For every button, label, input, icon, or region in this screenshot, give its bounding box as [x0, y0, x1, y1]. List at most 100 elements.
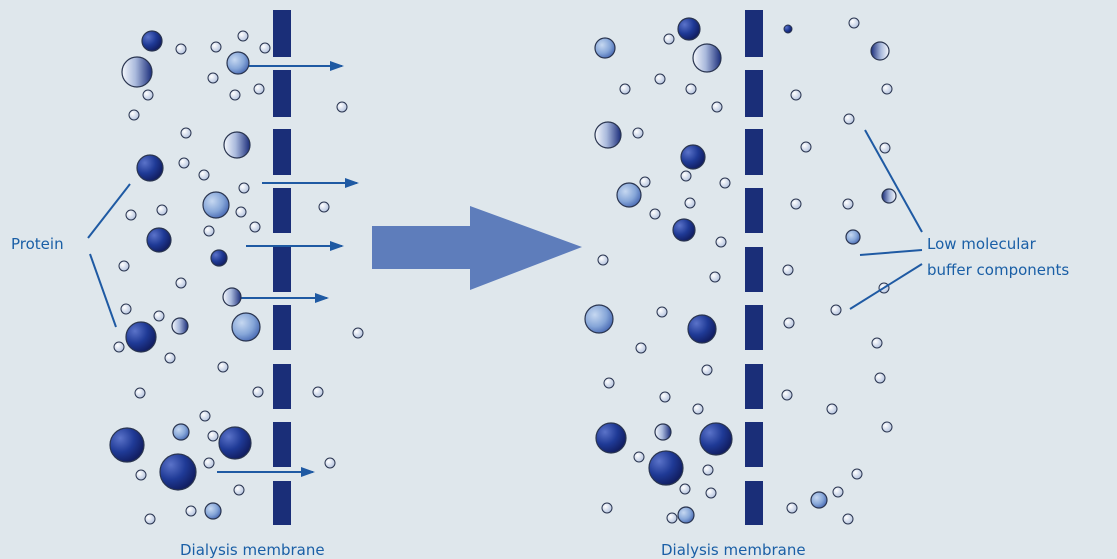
buffer-molecule [719, 177, 731, 189]
buffer-molecule [199, 410, 211, 422]
protein-molecule [810, 491, 828, 509]
buffer-molecule [701, 364, 713, 376]
buffer-molecule [881, 83, 893, 95]
buffer-molecule [180, 127, 192, 139]
buffer-molecule [324, 457, 336, 469]
buffer-molecule [253, 83, 265, 95]
buffer-molecule [175, 43, 187, 55]
leader-lines [87, 129, 923, 328]
buffer-molecule [842, 513, 854, 525]
membrane-segment-right [745, 10, 763, 57]
buffer-molecule [684, 197, 696, 209]
buffer-molecule [848, 17, 860, 29]
protein-molecule [584, 304, 614, 334]
buffer-molecule [659, 391, 671, 403]
buffer-molecule [312, 386, 324, 398]
buffer-molecule [207, 72, 219, 84]
buffer-molecule [705, 487, 717, 499]
buffer-molecule [881, 421, 893, 433]
membrane-segment-left [273, 188, 291, 233]
buffer-molecule [229, 89, 241, 101]
buffer-molecule [603, 377, 615, 389]
buffer-molecule [783, 24, 793, 34]
protein-molecule [654, 423, 672, 441]
protein-molecule [687, 314, 717, 344]
membrane-segment-right [745, 188, 763, 233]
buffer-molecule [156, 204, 168, 216]
leader-line [89, 253, 117, 328]
membrane-segment-right [745, 247, 763, 292]
membrane-segment-left [273, 247, 291, 292]
buffer-molecule [874, 372, 886, 384]
protein-molecule [223, 131, 251, 159]
transition-arrow [372, 206, 582, 290]
buffer-molecule [135, 469, 147, 481]
buffer-molecule [142, 89, 154, 101]
protein-molecule [210, 249, 228, 267]
buffer-molecule [711, 101, 723, 113]
buffer-molecule [118, 260, 130, 272]
protein-molecule [159, 453, 197, 491]
protein-molecule [616, 182, 642, 208]
buffer-molecule [125, 209, 137, 221]
buffer-molecule [249, 221, 261, 233]
protein-molecule [222, 287, 242, 307]
protein-molecule [699, 422, 733, 456]
membrane-segment-right [745, 364, 763, 409]
membrane-segment-left [273, 422, 291, 467]
buffer-molecule [832, 486, 844, 498]
membrane-segment-right [745, 129, 763, 175]
buffer-molecule [113, 341, 125, 353]
buffer-molecule [656, 306, 668, 318]
protein-molecule [672, 218, 696, 242]
protein-molecule [141, 30, 163, 52]
buffer-molecule [783, 317, 795, 329]
buffer-molecule [203, 457, 215, 469]
protein-molecule [845, 229, 861, 245]
leader-line [849, 263, 923, 310]
buffer-molecule [786, 502, 798, 514]
protein-molecule [204, 502, 222, 520]
buffer-molecule [238, 182, 250, 194]
buffer-molecule [632, 127, 644, 139]
buffer-molecule [826, 403, 838, 415]
buffer-molecule [128, 109, 140, 121]
buffer-molecule [871, 337, 883, 349]
buffer-molecule [175, 277, 187, 289]
flow-arrows [217, 61, 359, 477]
protein-molecule [677, 506, 695, 524]
buffer-molecule [715, 236, 727, 248]
protein-molecule [109, 427, 145, 463]
buffer-molecule [601, 502, 613, 514]
buffer-molecule [663, 33, 675, 45]
buffer-molecule [597, 254, 609, 266]
protein-molecule [870, 41, 890, 61]
buffer-molecule [120, 303, 132, 315]
membrane-segment-right [745, 481, 763, 525]
membrane-segment-right [745, 70, 763, 117]
protein-molecule [231, 312, 261, 342]
protein-molecule [692, 43, 722, 73]
buffer-molecule [639, 176, 651, 188]
protein-molecule [171, 317, 189, 335]
buffer-molecule [185, 505, 197, 517]
buffer-molecule [679, 483, 691, 495]
buffer-molecule [164, 352, 176, 364]
buffer-molecule [210, 41, 222, 53]
buffer-molecule [144, 513, 156, 525]
buffer-molecule [790, 198, 802, 210]
molecules [109, 17, 897, 525]
protein-molecule [680, 144, 706, 170]
buffer-molecule [654, 73, 666, 85]
dialysis-membrane-label-left: Dialysis membrane [180, 541, 325, 559]
membrane-segment-left [273, 364, 291, 409]
buffer-molecule [790, 89, 802, 101]
buffer-molecule [685, 83, 697, 95]
dialysis-membrane-label-right: Dialysis membrane [661, 541, 806, 559]
buffer-molecule [709, 271, 721, 283]
protein-molecule [146, 227, 172, 253]
buffer-molecule [635, 342, 647, 354]
buffer-molecule [259, 42, 271, 54]
buffer-molecule [207, 430, 219, 442]
